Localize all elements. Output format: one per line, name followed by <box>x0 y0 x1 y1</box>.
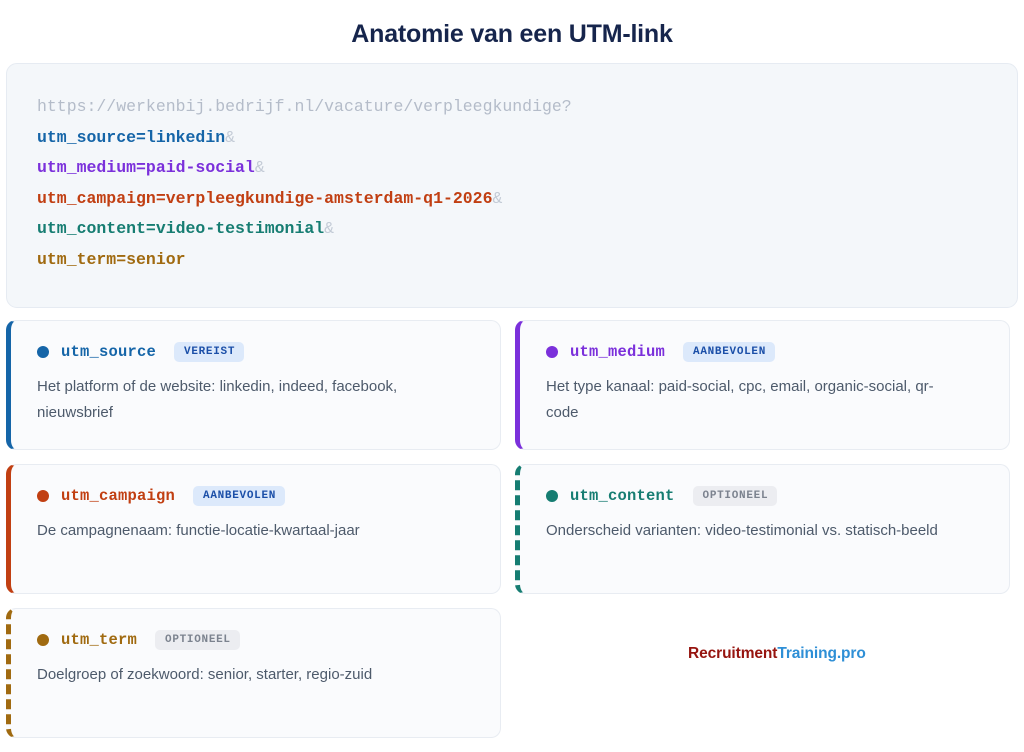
card-header: utm_content OPTIONEEL <box>546 485 991 507</box>
card-description: Het type kanaal: paid-social, cpc, email… <box>546 378 934 421</box>
card-row-1: utm_source VEREIST Het platform of de we… <box>0 320 1024 450</box>
card-param-name: utm_medium <box>570 343 666 361</box>
url-param-utm-content: utm_content=video-testimonial <box>37 219 325 238</box>
card-param-name: utm_source <box>61 343 157 361</box>
ampersand-separator: & <box>324 219 335 238</box>
brand-logo-primary: Recruitment <box>688 645 778 662</box>
url-param-utm-medium: utm_medium=paid-social <box>37 158 255 177</box>
status-badge: OPTIONEEL <box>155 630 240 650</box>
card-utm-content: utm_content OPTIONEEL Onderscheid varian… <box>515 464 1010 594</box>
card-header: utm_medium AANBEVOLEN <box>546 341 991 363</box>
card-utm-term: utm_term OPTIONEEL Doelgroep of zoekwoor… <box>6 608 501 738</box>
url-param-line-utm-medium: utm_medium=paid-social& <box>37 153 987 184</box>
card-row-2: utm_campaign AANBEVOLEN De campagnenaam:… <box>0 464 1024 594</box>
url-param-utm-campaign: utm_campaign=verpleegkundige-amsterdam-q… <box>37 188 493 208</box>
ampersand-separator: & <box>254 158 265 177</box>
card-param-name: utm_campaign <box>61 487 176 505</box>
url-base-text: https://werkenbij.bedrijf.nl/vacature/ve… <box>37 97 572 116</box>
bullet-dot-icon <box>546 346 558 358</box>
parameter-card-grid: utm_source VEREIST Het platform of de we… <box>0 320 1024 752</box>
brand-logo-secondary: Training.pro <box>777 645 866 662</box>
url-param-line-utm-campaign: utm_campaign=verpleegkundige-amsterdam-q… <box>37 184 987 215</box>
card-header: utm_campaign AANBEVOLEN <box>37 485 482 507</box>
status-badge: VEREIST <box>174 342 245 362</box>
card-description: De campagnenaam: functie-locatie-kwartaa… <box>37 522 360 539</box>
bullet-dot-icon <box>37 346 49 358</box>
card-header: utm_source VEREIST <box>37 341 482 363</box>
status-badge: OPTIONEEL <box>692 486 778 506</box>
url-param-utm-source: utm_source=linkedin <box>37 127 226 147</box>
url-param-line-utm-source: utm_source=linkedin& <box>37 123 987 154</box>
card-description: Het platform of de website: linkedin, in… <box>37 378 398 421</box>
page-title: Anatomie van een UTM-link <box>351 20 673 48</box>
card-utm-medium: utm_medium AANBEVOLEN Het type kanaal: p… <box>515 320 1010 450</box>
url-param-line-utm-term: utm_term=senior <box>37 245 987 276</box>
url-param-line-utm-content: utm_content=video-testimonial& <box>37 214 987 245</box>
card-utm-campaign: utm_campaign AANBEVOLEN De campagnenaam:… <box>6 464 501 594</box>
card-param-name: utm_content <box>570 487 675 505</box>
bullet-dot-icon <box>37 634 49 646</box>
card-description: Doelgroep of zoekwoord: senior, starter,… <box>37 666 373 683</box>
status-badge: AANBEVOLEN <box>193 486 286 506</box>
card-utm-source: utm_source VEREIST Het platform of de we… <box>6 320 501 450</box>
brand-logo: RecruitmentTraining.pro <box>688 645 866 663</box>
url-param-utm-term: utm_term=senior <box>37 249 186 269</box>
card-header: utm_term OPTIONEEL <box>37 629 482 651</box>
utm-url-code-block: https://werkenbij.bedrijf.nl/vacature/ve… <box>6 63 1018 308</box>
ampersand-separator: & <box>492 188 503 208</box>
card-row-3: utm_term OPTIONEEL Doelgroep of zoekwoor… <box>0 608 1024 738</box>
ampersand-separator: & <box>225 127 236 147</box>
bullet-dot-icon <box>37 490 49 502</box>
url-base-line: https://werkenbij.bedrijf.nl/vacature/ve… <box>37 92 987 123</box>
card-description: Onderscheid varianten: video-testimonial… <box>546 522 938 539</box>
bullet-dot-icon <box>546 490 558 502</box>
card-param-name: utm_term <box>61 631 138 649</box>
status-badge: AANBEVOLEN <box>683 342 776 362</box>
